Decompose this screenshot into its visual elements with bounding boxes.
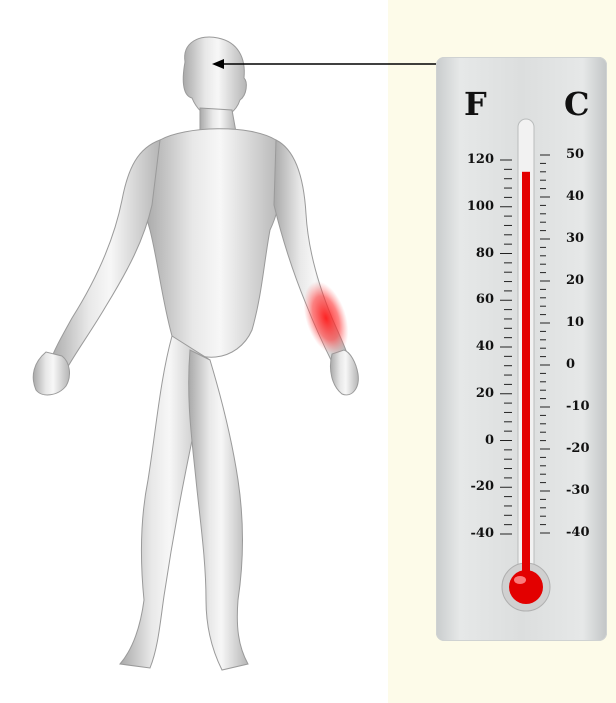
liquid-bulb: [509, 570, 543, 604]
celsius-tick-label: -20: [566, 442, 606, 455]
fahrenheit-tick-label: 80: [454, 247, 494, 260]
celsius-tick-label: -10: [566, 400, 606, 413]
fahrenheit-tick-label: 40: [454, 340, 494, 353]
celsius-tick-label: 0: [566, 358, 606, 371]
celsius-tick-label: 10: [566, 316, 606, 329]
fahrenheit-tick-label: 120: [454, 153, 494, 166]
fahrenheit-tick-label: -20: [454, 480, 494, 493]
celsius-tick-label: 30: [566, 232, 606, 245]
bulb-highlight: [514, 576, 526, 584]
celsius-tick-label: -40: [566, 526, 606, 539]
celsius-tick-label: -30: [566, 484, 606, 497]
celsius-tick-label: 20: [566, 274, 606, 287]
celsius-tick-label: 40: [566, 190, 606, 203]
fahrenheit-tick-label: -40: [454, 527, 494, 540]
fahrenheit-tick-label: 20: [454, 387, 494, 400]
liquid-column: [522, 172, 530, 572]
fahrenheit-tick-label: 0: [454, 434, 494, 447]
fahrenheit-tick-label: 100: [454, 200, 494, 213]
fahrenheit-tick-label: 60: [454, 293, 494, 306]
celsius-tick-label: 50: [566, 148, 606, 161]
